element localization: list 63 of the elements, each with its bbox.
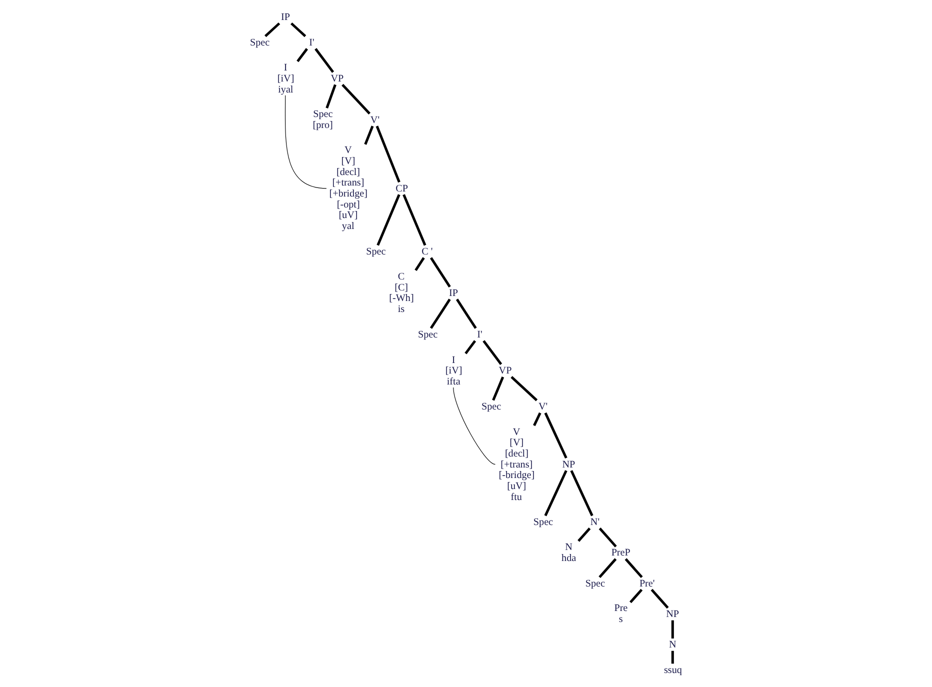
connector	[290, 22, 306, 38]
connector	[598, 558, 617, 578]
node-text: PreP	[611, 548, 630, 559]
node-text: C [C] [-Wh] is	[389, 271, 414, 315]
node-text: NP	[562, 459, 576, 470]
node-text: Spec	[418, 330, 438, 341]
connector	[314, 48, 334, 73]
node-text: N	[669, 640, 676, 651]
node-text: Spec	[482, 402, 502, 413]
node-text: Spec	[585, 578, 605, 590]
connector	[376, 126, 400, 183]
node-text: I [iV] iyal	[277, 62, 294, 96]
connector	[671, 620, 674, 638]
node-text: NP	[666, 609, 680, 620]
connector	[296, 48, 308, 62]
connector	[430, 257, 451, 288]
connector	[364, 126, 374, 145]
connector	[430, 298, 451, 329]
connector	[456, 298, 477, 329]
node-text: I [iV] ifta	[445, 354, 462, 388]
connector	[570, 470, 594, 516]
node-text: IP	[449, 288, 458, 300]
connector	[544, 412, 568, 459]
node-text: IP	[280, 12, 290, 24]
node-text: VP	[330, 73, 344, 84]
node-text: V'	[538, 402, 548, 413]
node-text: Spec [pro]	[312, 109, 333, 131]
node-text: C '	[422, 246, 433, 258]
connector	[402, 194, 426, 246]
node-text: I'	[309, 37, 314, 48]
node-text: CP	[396, 183, 408, 194]
node-text: Spec	[250, 37, 270, 48]
node-text: V'	[370, 114, 380, 126]
connector	[544, 470, 568, 516]
connector	[284, 95, 327, 189]
connector	[453, 387, 496, 465]
node-text: Pre'	[639, 578, 655, 590]
connector	[482, 340, 502, 365]
node-text: Spec	[533, 517, 554, 528]
connector	[650, 588, 669, 609]
node-text: V [V] [decl] [+trans] [+bridge] [-opt] [uV] yal	[329, 145, 368, 232]
connector	[342, 84, 371, 115]
connector	[414, 257, 425, 272]
connector	[533, 412, 542, 426]
connector	[492, 376, 504, 401]
connector	[464, 340, 476, 354]
node-text: N hda	[562, 542, 576, 564]
connector	[510, 376, 538, 402]
connector	[376, 194, 400, 246]
connector	[630, 588, 643, 604]
connector	[264, 22, 280, 38]
node-text: I'	[477, 330, 482, 341]
connector	[578, 528, 591, 542]
node-text: Spec	[366, 246, 386, 258]
connector	[598, 528, 617, 548]
node-text: Pre s	[614, 603, 628, 626]
connector	[671, 650, 674, 664]
node-text: V [V] [decl] [+trans] [-bridge] [uV] ftu	[498, 426, 535, 503]
node-text: VP	[498, 366, 512, 377]
node-text: ssuq	[664, 664, 682, 676]
connector	[326, 84, 336, 108]
node-text: N'	[590, 517, 600, 528]
connector	[624, 558, 643, 578]
